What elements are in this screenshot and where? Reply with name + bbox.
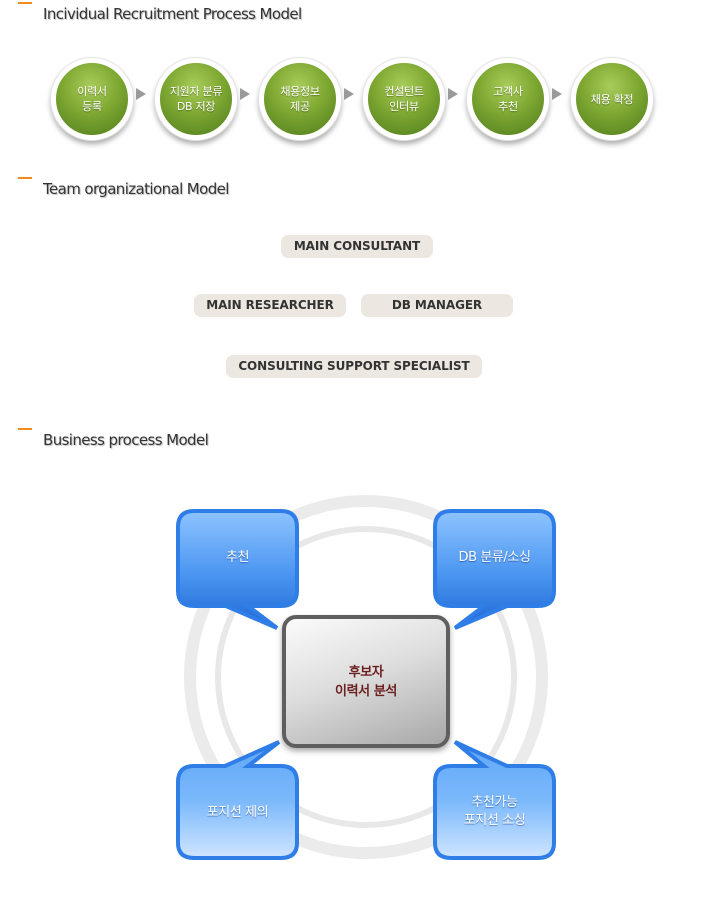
step-applicant-db: 지원자 분류 DB 저장 <box>155 58 237 140</box>
center-analysis-box <box>282 615 450 748</box>
step-label: 컨설턴트 인터뷰 <box>384 85 424 113</box>
step-label: 채용정보 제공 <box>280 85 320 113</box>
inner-ring <box>215 526 517 828</box>
step-label: 고객사 추천 <box>493 85 523 113</box>
step-client-recommend: 고객사 추천 <box>467 58 549 140</box>
bubble-bottom-right <box>433 740 556 860</box>
role-db-manager: DB MANAGER <box>361 294 513 317</box>
step-label: 지원자 분류 DB 저장 <box>169 85 223 113</box>
section-title-business: Business process Model <box>43 431 209 449</box>
step-label: 이력서 등록 <box>77 85 107 113</box>
step-resume-register: 이력서 등록 <box>51 58 133 140</box>
role-main-researcher: MAIN RESEARCHER <box>194 294 346 317</box>
section-dash <box>18 177 32 179</box>
step-hire-confirm: 채용 확정 <box>571 58 653 140</box>
section-dash <box>18 2 32 4</box>
step-job-info: 채용정보 제공 <box>259 58 341 140</box>
flow-arrow-icon <box>240 88 250 100</box>
bubble-label-recommend: 추천 <box>225 550 250 565</box>
section-title-team: Team organizational Model <box>43 180 229 198</box>
step-consultant-interview: 컨설턴트 인터뷰 <box>363 58 445 140</box>
bubble-bottom-left <box>176 740 299 860</box>
role-support-specialist: CONSULTING SUPPORT SPECIALIST <box>226 355 482 378</box>
flow-arrow-icon <box>552 88 562 100</box>
section-dash <box>18 428 32 430</box>
center-analysis-label: 후보자 이력서 분석 <box>335 665 397 699</box>
step-label: 채용 확정 <box>590 92 634 106</box>
role-main-consultant: MAIN CONSULTANT <box>281 235 433 258</box>
bubble-label-db-sourcing: DB 분류/소싱 <box>458 550 531 565</box>
bubble-top-right <box>433 509 556 630</box>
flow-arrow-icon <box>448 88 458 100</box>
flow-arrow-icon <box>136 88 146 100</box>
flow-arrow-icon <box>344 88 354 100</box>
bubble-label-position-sourcing: 추천가능 포지션 소싱 <box>463 795 526 828</box>
section-title-recruitment: Incividual Recruitment Process Model <box>43 5 302 23</box>
bubble-label-position-offer: 포지션 제의 <box>206 805 269 820</box>
bubble-top-left <box>176 509 299 630</box>
